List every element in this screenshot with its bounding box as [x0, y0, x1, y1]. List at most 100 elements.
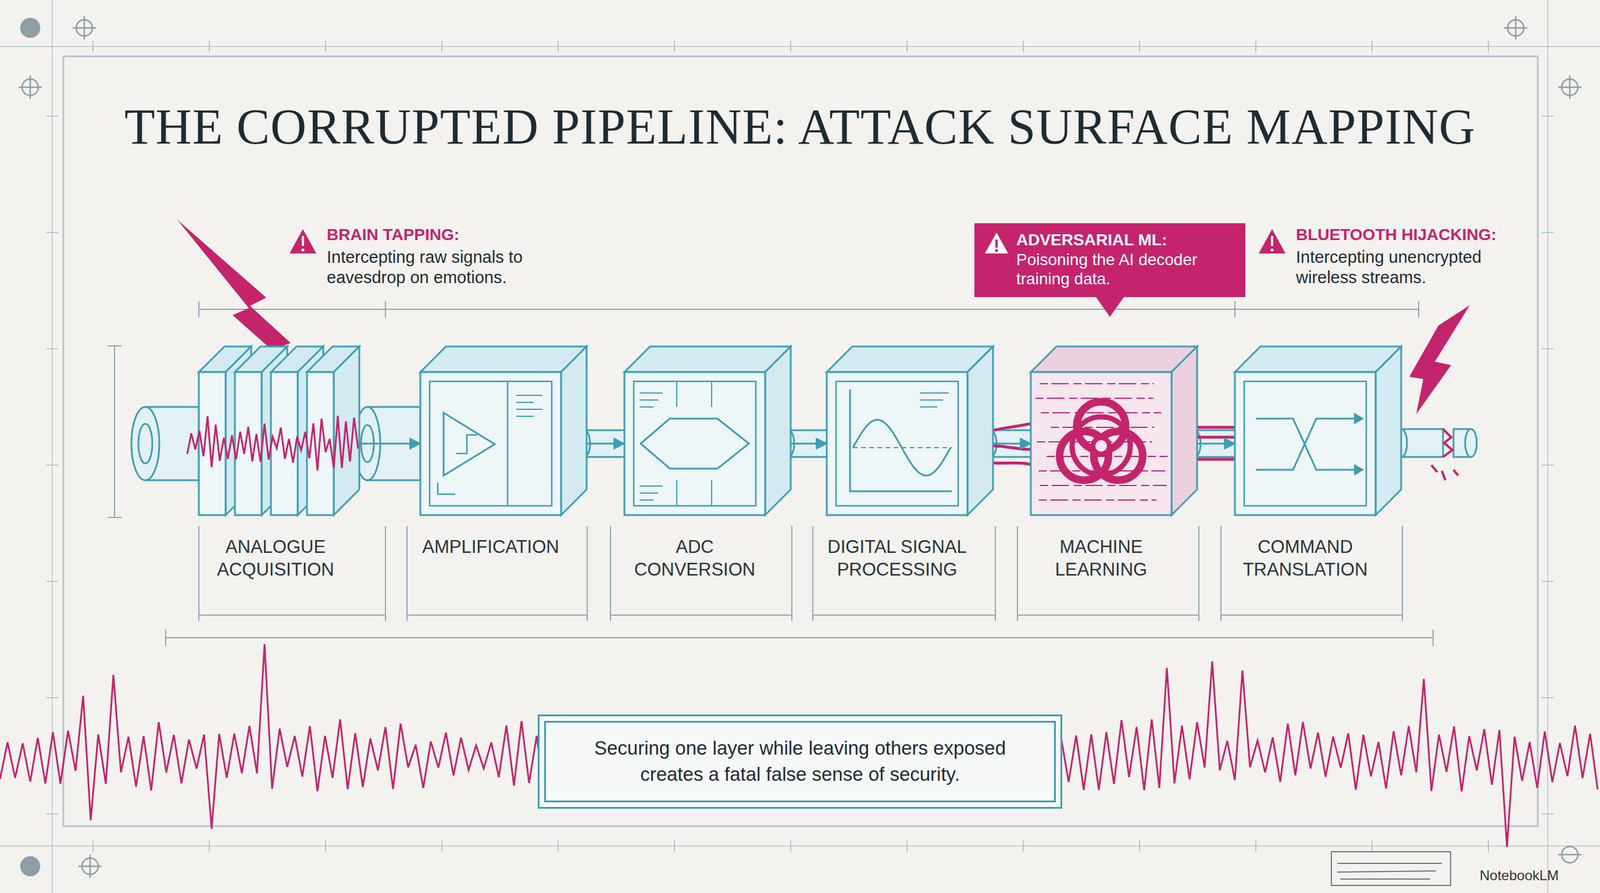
adc-illustration: [633, 381, 756, 506]
warning-icon: [983, 231, 1010, 255]
stage-label: AMPLIFICATION: [415, 536, 567, 559]
registration-marks: [20, 18, 40, 38]
dimension-lines: [107, 345, 122, 347]
drawing-frame: [63, 56, 1538, 827]
cmd-illustration: [1234, 372, 1376, 516]
warning-icons: [301, 236, 305, 246]
column-dimension-lines: [384, 526, 387, 621]
amp-illustration: [561, 346, 587, 516]
frame-ticks: [46, 580, 59, 582]
dimension-lines: [198, 301, 200, 318]
caption-box: Securing one layer while leaving others …: [544, 720, 1056, 802]
ml-illustration: [1030, 372, 1172, 516]
amp-illustration: [456, 434, 478, 454]
frame-ticks: [1371, 40, 1373, 53]
frame-ticks: [46, 348, 59, 350]
dimension-lines: [198, 308, 1419, 310]
ml-illustration: [1059, 401, 1144, 481]
frame-ticks: [790, 40, 792, 53]
dimension-lines: [113, 345, 116, 518]
adc-illustration: [676, 480, 678, 506]
attack-lightning: [1409, 305, 1470, 414]
registration-marks: [1569, 75, 1571, 99]
attack-description: Intercepting unencrypted wireless stream…: [1295, 247, 1517, 289]
plates-illustration: [198, 372, 226, 516]
column-dimension-lines: [1220, 614, 1403, 616]
cmd-illustration: [1244, 381, 1367, 506]
registration-marks: [83, 16, 86, 40]
warning-icons: [289, 229, 317, 254]
ml-illustration: [1030, 372, 1172, 516]
frame-ticks: [1138, 40, 1141, 53]
dsp-illustration: [919, 392, 949, 394]
column-dimension-lines: [406, 614, 588, 616]
signal-connector: [352, 443, 421, 445]
frame-ticks: [1541, 464, 1554, 466]
adc-illustration: [639, 485, 663, 487]
frame-ticks: [1541, 813, 1554, 815]
ml-illustration: [1171, 346, 1198, 516]
amp-illustration: [429, 381, 552, 506]
bottom-waveform: [0, 644, 545, 830]
frame-ticks: [906, 40, 908, 53]
column-dimension-lines: [1016, 526, 1019, 621]
electrode-cylinders: [131, 406, 160, 481]
frame-ticks: [790, 840, 792, 852]
frame-ticks: [906, 840, 908, 852]
cmd-illustration: [1354, 412, 1364, 425]
ml-illustration: [1050, 426, 1155, 428]
frame-ticks: [92, 840, 94, 852]
bottom-waveform: [1053, 661, 1598, 848]
corruption-tendrils: [1191, 436, 1239, 439]
ml-illustration: [1072, 416, 1131, 475]
stage-label: ANALOGUE ACQUISITION: [200, 536, 352, 582]
amp-illustration: [516, 394, 543, 396]
thumbnail: [1331, 851, 1451, 886]
drawing-frame: [0, 45, 1600, 48]
dimension-lines: [165, 629, 167, 646]
column-dimension-lines: [586, 526, 588, 621]
amp-illustration: [420, 346, 587, 373]
plates-illustration: [187, 415, 359, 471]
plates-illustration: [187, 346, 360, 516]
frame-ticks: [441, 40, 443, 53]
broken-wireless-wire: [1465, 429, 1477, 457]
callout-body: Poisoning the AI decoder training data.: [1016, 250, 1235, 289]
ml-illustration: [1038, 499, 1157, 501]
warning-icons: [301, 248, 305, 252]
machine-learning-stage: MACHINE LEARNING: [1030, 372, 1172, 516]
adc-illustration: [624, 346, 791, 516]
frame-ticks: [46, 464, 59, 466]
cmd-illustration: [1234, 346, 1402, 516]
frame-ticks: [1541, 231, 1554, 234]
ml-illustration: [1030, 346, 1198, 516]
frame-ticks: [208, 40, 210, 53]
dsp-illustration: [919, 406, 938, 408]
dimension-lines: [1418, 301, 1420, 318]
dsp-illustration: [826, 346, 994, 516]
adc-illustration: [711, 480, 713, 506]
amp-illustration: [516, 401, 534, 403]
adc-illustration: [765, 346, 791, 516]
warning-icons: [1270, 248, 1274, 252]
column-dimension-lines: [812, 614, 996, 616]
thumbnail: [1337, 863, 1442, 880]
warning-icon: [984, 232, 1009, 254]
drawing-frame: [51, 0, 53, 893]
ml-illustration: [1093, 437, 1110, 455]
amp-illustration: [516, 408, 543, 410]
cmd-illustration: [1255, 418, 1355, 470]
cmd-illustration: [1375, 346, 1402, 516]
frame-ticks: [673, 40, 675, 53]
adc-stage: ADC CONVERSION: [624, 372, 766, 516]
adc-illustration: [639, 392, 663, 394]
frame-ticks: [46, 231, 59, 234]
stage-label: MACHINE LEARNING: [1025, 536, 1177, 582]
ml-illustration: [1040, 412, 1162, 414]
broken-wireless-wire: [1443, 429, 1453, 457]
amp-illustration: [516, 415, 534, 417]
dsp-illustration: [919, 399, 944, 401]
attack-heading: BRAIN TAPPING:: [326, 225, 460, 245]
frame-ticks: [1371, 840, 1373, 852]
